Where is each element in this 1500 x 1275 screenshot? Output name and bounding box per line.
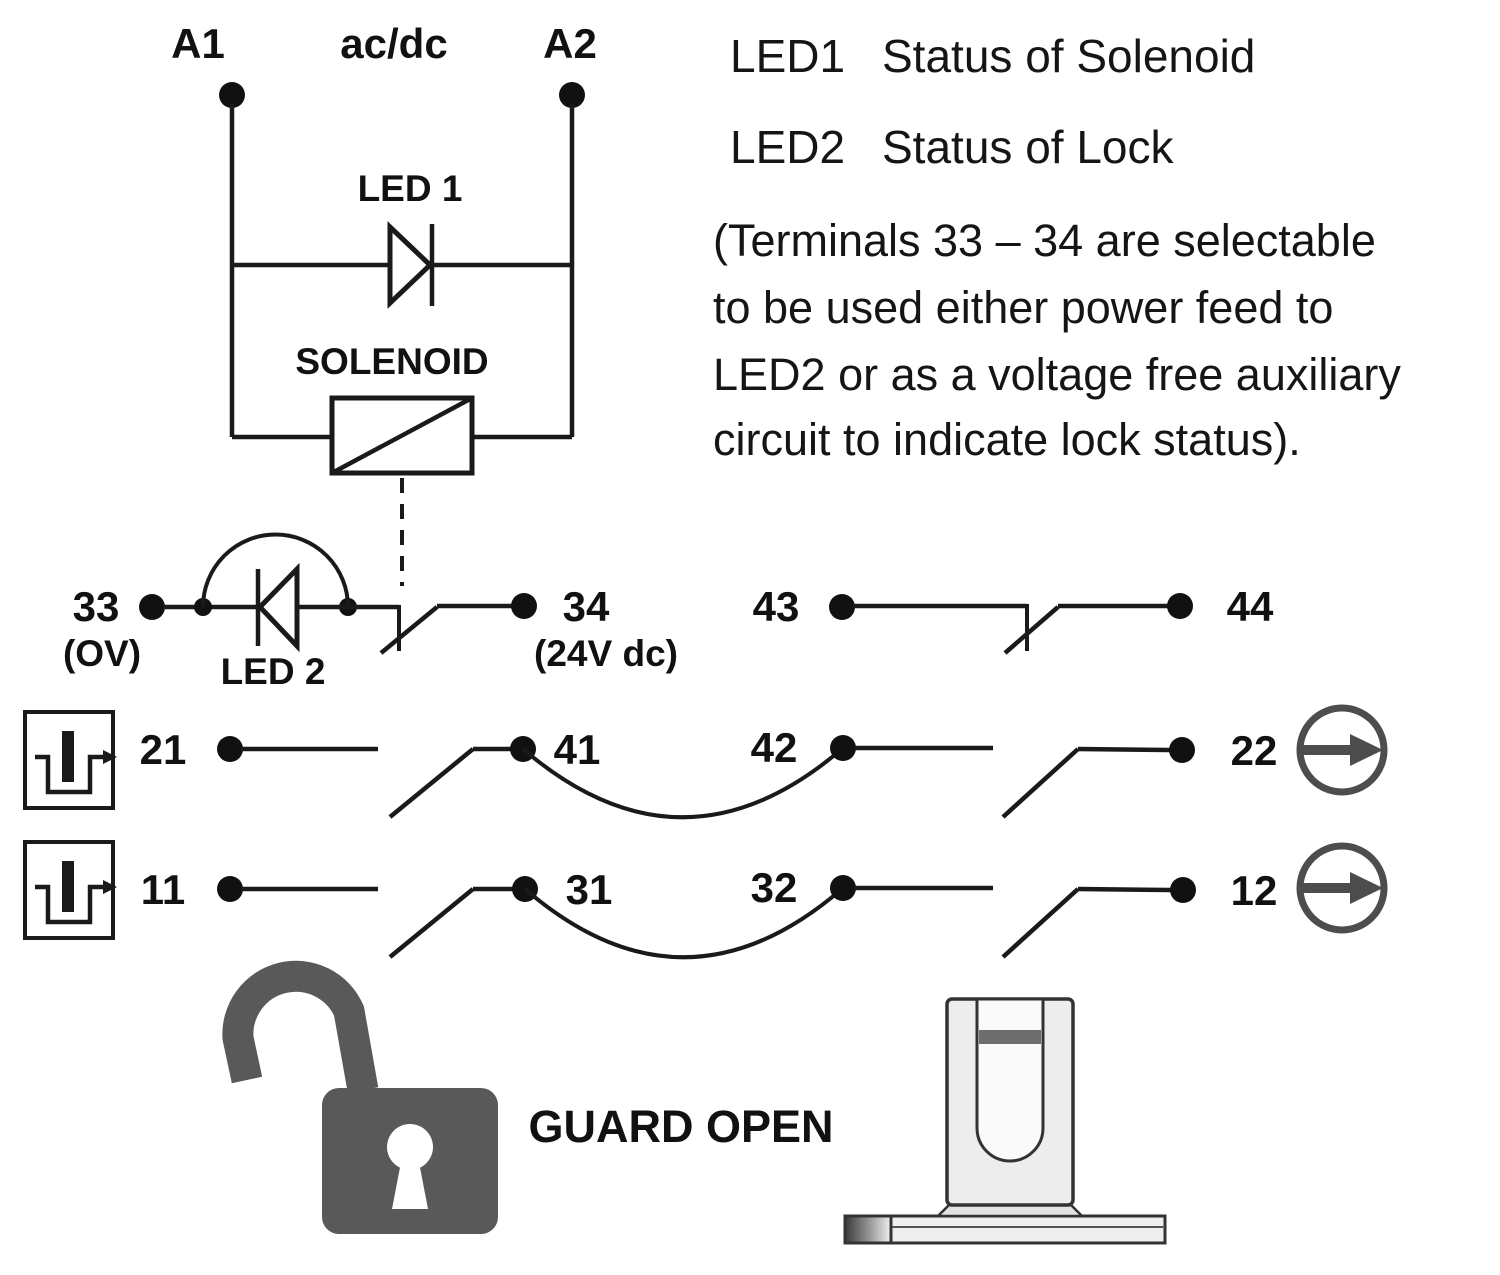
lock-contact-row: 33 (OV) LED 2 34 (24V dc) 43 44 <box>63 532 1274 692</box>
terminal-12-dot <box>1170 877 1196 903</box>
terminal-11-label: 11 <box>141 866 185 913</box>
led2-label: LED 2 <box>221 651 326 692</box>
terminal-44-label: 44 <box>1227 583 1274 630</box>
actuator-slot-pin <box>979 1030 1041 1044</box>
terminal-22-dot <box>1169 737 1195 763</box>
link-curve-31-32 <box>523 886 845 960</box>
actuator-slot <box>975 997 1045 1163</box>
terminal-34-24v-label: (24V dc) <box>534 633 678 674</box>
actuator-base-plate <box>843 1214 1167 1245</box>
cam-arrow-head <box>1350 734 1383 766</box>
terminal-34-dot <box>511 593 537 619</box>
legend-led2-desc: Status of Lock <box>882 121 1174 173</box>
led2-diode <box>256 562 300 653</box>
keyhole-circle <box>387 1124 433 1170</box>
padlock-shackle <box>222 960 379 1093</box>
terminal-33-ov-label: (OV) <box>63 633 141 674</box>
actuator-entry-icon-2 <box>23 840 117 940</box>
cam-follower-icon-1 <box>1296 704 1388 796</box>
terminal-32-label: 32 <box>751 864 798 911</box>
terminal-a2-dot <box>559 82 585 108</box>
actuator-slot-path <box>35 754 106 795</box>
terminal-44-dot <box>1167 593 1193 619</box>
cam-circle <box>1296 842 1388 934</box>
led1-diode <box>387 221 434 309</box>
actuator-arrow-head <box>103 750 117 764</box>
terminal-22-label: 22 <box>1231 727 1278 774</box>
keyhole-slot <box>392 1157 428 1209</box>
terminal-33-label: 33 <box>73 583 120 630</box>
note-line-3: LED2 or as a voltage free auxiliary <box>713 349 1401 400</box>
terminal-43-label: 43 <box>753 583 800 630</box>
terminal-21-label: 21 <box>140 726 187 773</box>
actuator-slot-path <box>35 884 106 925</box>
solenoid-circuit: A1 ac/dc A2 LED 1 SOLENOID <box>171 20 597 586</box>
contact-42-blade <box>1001 747 1080 819</box>
actuator-entry-icon-1 <box>23 710 117 810</box>
wire-blade-to-12 <box>1077 886 1172 893</box>
solenoid-label: SOLENOID <box>295 341 488 382</box>
terminal-31-label: 31 <box>566 866 613 913</box>
led1-label: LED 1 <box>358 168 463 209</box>
legend-led2-label: LED2 <box>730 121 845 173</box>
contact-21-blade <box>388 747 475 819</box>
terminal-12-label: 12 <box>1231 867 1278 914</box>
contact-row-21-41-42-22: 21 41 42 22 <box>140 724 1278 820</box>
contact-row-11-31-32-12: 11 31 32 12 <box>141 864 1278 960</box>
cam-circle <box>1296 704 1388 796</box>
cam-arrow-head <box>1350 872 1383 904</box>
terminal-33-dot <box>139 594 165 620</box>
wire-blade-to-22 <box>1077 746 1171 753</box>
contact-33-blade <box>379 605 439 655</box>
note-line-4: circuit to indicate lock status). <box>713 414 1301 465</box>
acdc-label: ac/dc <box>340 20 447 67</box>
contact-11-blade <box>388 887 475 959</box>
note-line-1: (Terminals 33 – 34 are selectable <box>713 215 1376 266</box>
actuator-tongue-bar <box>62 861 74 912</box>
legend-led1-desc: Status of Solenoid <box>882 30 1255 82</box>
note-line-2: to be used either power feed to <box>713 282 1333 333</box>
terminal-a1-label: A1 <box>171 20 225 67</box>
link-curve-41-42 <box>521 746 845 820</box>
guard-open-label: GUARD OPEN <box>528 1101 833 1152</box>
tongue-actuator-icon <box>843 997 1167 1245</box>
terminal-42-dot <box>830 735 856 761</box>
terminal-43-dot <box>829 594 855 620</box>
terminal-34-label: 34 <box>563 583 610 630</box>
led2-bypass-arc <box>201 532 350 608</box>
base-plate-left-cap <box>843 1214 893 1245</box>
terminal-32-dot <box>830 875 856 901</box>
contact-43-blade <box>1003 605 1060 655</box>
terminal-41-label: 41 <box>554 726 601 773</box>
cam-follower-icon-2 <box>1296 842 1388 934</box>
terminal-11-dot <box>217 876 243 902</box>
legend-led1-label: LED1 <box>730 30 845 82</box>
terminal-a1-dot <box>219 82 245 108</box>
contact-32-blade <box>1001 887 1080 959</box>
open-padlock-icon <box>222 960 498 1234</box>
legend: LED1 Status of Solenoid LED2 Status of L… <box>713 30 1401 465</box>
actuator-tongue-bar <box>62 731 74 782</box>
terminal-21-dot <box>217 736 243 762</box>
solenoid-diagonal <box>330 396 474 475</box>
actuator-arrow-head <box>103 880 117 894</box>
terminal-42-label: 42 <box>751 724 798 771</box>
terminal-a2-label: A2 <box>543 20 597 67</box>
